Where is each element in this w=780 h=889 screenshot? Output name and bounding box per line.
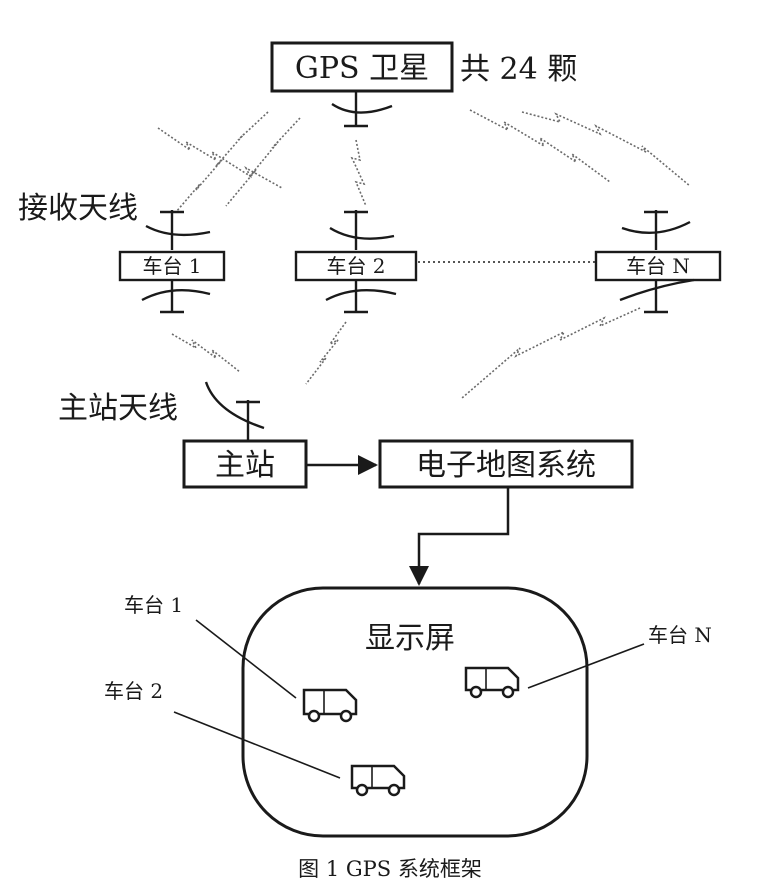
display-screen: 显示屏 xyxy=(241,586,589,838)
display-truck-n-icon xyxy=(464,666,520,699)
satellite-signal-links xyxy=(157,109,691,213)
figure-caption: 图 1 GPS 系统框架 xyxy=(298,857,482,881)
vehicle-1-top-antenna-icon xyxy=(145,210,211,250)
display-vehicle-1-label: 车台 1 xyxy=(124,593,183,617)
display-truck-2-icon xyxy=(350,764,406,797)
master-station-box xyxy=(182,439,308,489)
display-vehicle-n-label: 车台 N xyxy=(648,623,712,647)
vehicle-2-node: 车台 2 xyxy=(294,210,418,314)
satellite-count-note: 共 24 颗 xyxy=(460,52,577,87)
display-vehicle-2-label: 车台 2 xyxy=(104,679,163,703)
gps-satellite-label: GPS 卫星 xyxy=(295,51,429,86)
display-vehicle-n-leader xyxy=(527,643,645,689)
master-antenna-icon xyxy=(204,381,265,440)
vehicle-n-box xyxy=(594,250,722,282)
display-truck-1-icon xyxy=(302,688,358,723)
vehicle-n-bottom-antenna-icon xyxy=(619,278,695,314)
vehicle-n-top-antenna-icon xyxy=(621,210,691,250)
vehicle-1-node: 车台 1 xyxy=(118,210,226,314)
vehicle-2-bottom-antenna-icon xyxy=(325,280,397,314)
vehicle-2-label: 车台 2 xyxy=(326,254,385,278)
vehicle-1-bottom-antenna-icon xyxy=(141,280,211,314)
gps-satellite-box xyxy=(270,41,454,93)
display-vehicle-1-leader xyxy=(195,619,297,699)
master-station-node: 主站 xyxy=(182,439,308,489)
vehicle-n-node: 车台 N xyxy=(594,210,722,314)
map-system-box xyxy=(378,439,634,489)
map-system-label: 电子地图系统 xyxy=(416,448,596,483)
satellite-antenna-icon xyxy=(331,91,393,128)
vehicle-2-box xyxy=(294,250,418,282)
map-to-display-connector xyxy=(409,487,510,586)
gps-satellite-node: GPS 卫星 共 24 颗 xyxy=(270,41,577,128)
vehicle-2-top-antenna-icon xyxy=(329,210,395,250)
master-station-label: 主站 xyxy=(215,448,275,483)
vehicle-to-master-signal-links xyxy=(171,307,641,399)
map-system-node: 电子地图系统 xyxy=(378,439,634,489)
vehicle-1-label: 车台 1 xyxy=(142,254,201,278)
vehicle-n-label: 车台 N xyxy=(626,254,690,278)
display-vehicle-2-leader xyxy=(173,711,341,779)
receive-antenna-label: 接收天线 xyxy=(18,191,138,226)
display-title: 显示屏 xyxy=(365,621,455,656)
master-antenna-label: 主站天线 xyxy=(58,391,178,426)
